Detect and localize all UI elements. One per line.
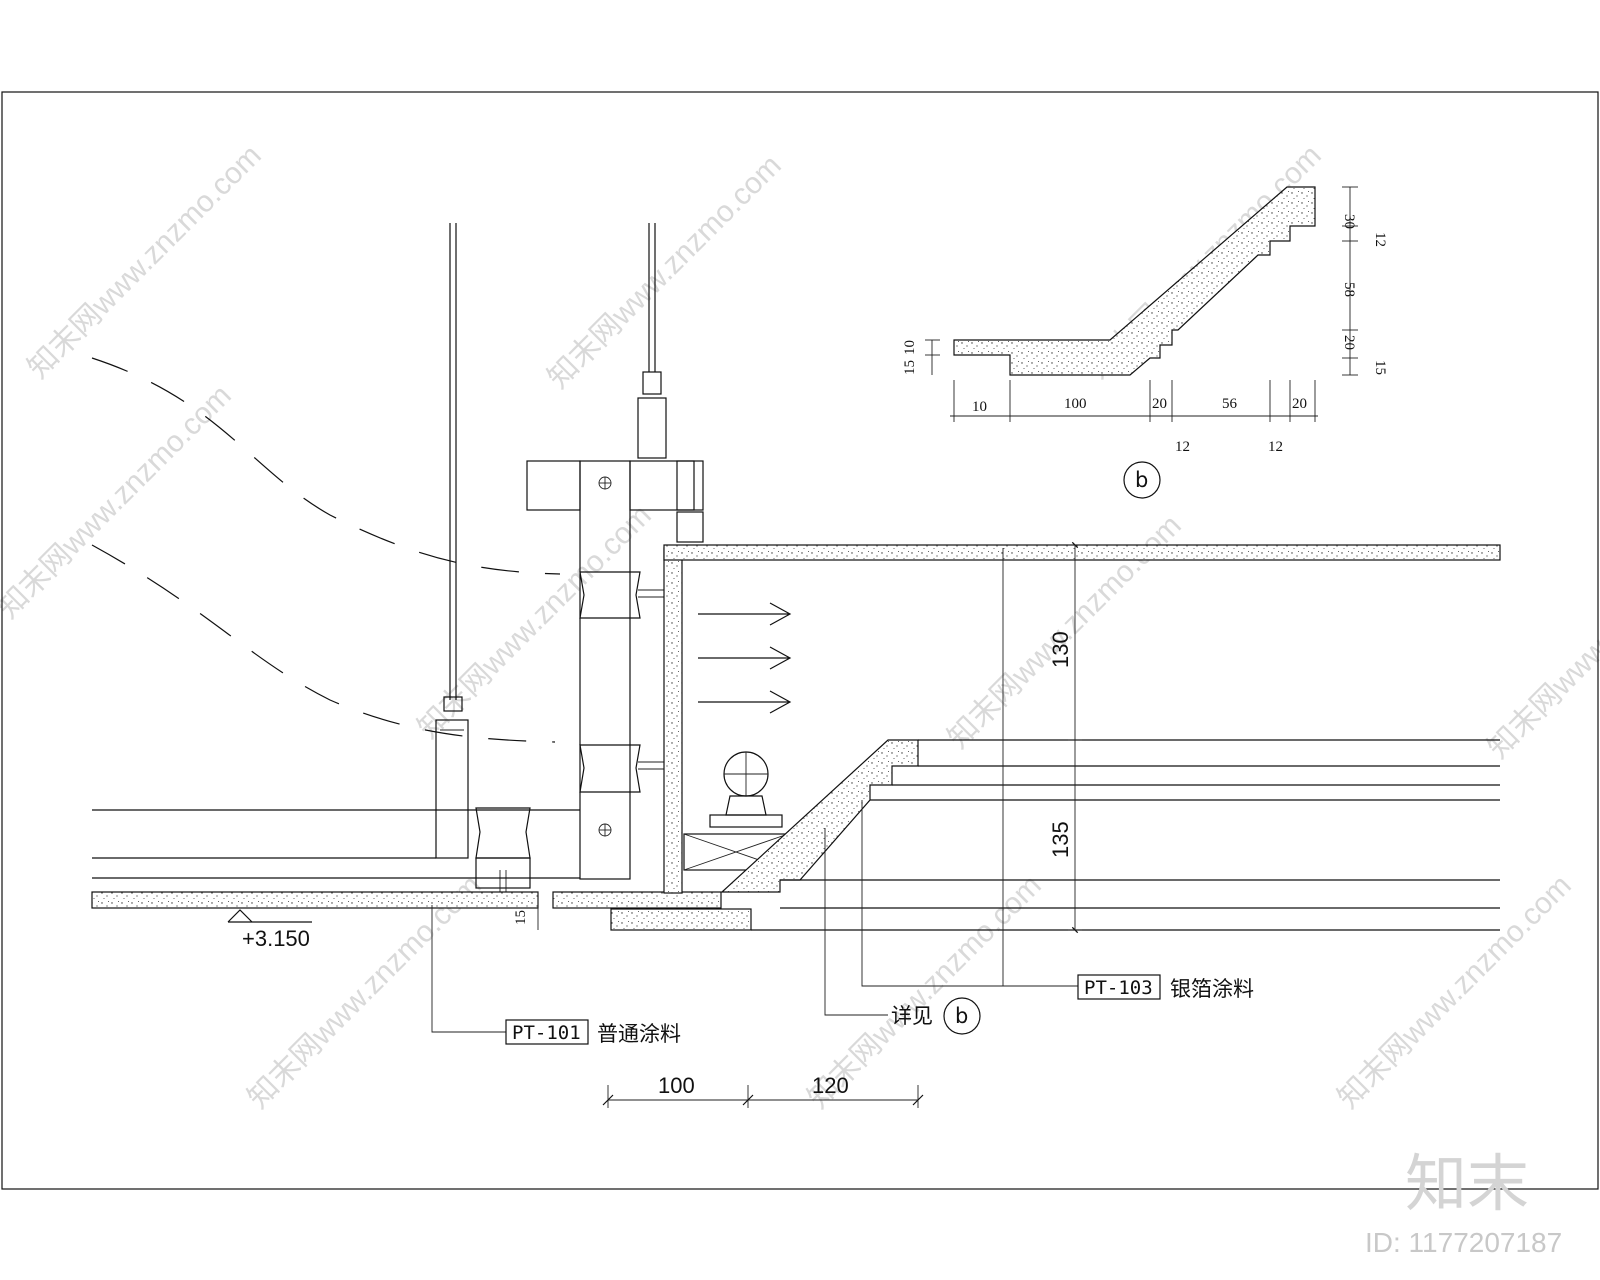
dim-130: 130 (1048, 631, 1073, 668)
detail-b-dim-12: 12 (1372, 232, 1388, 247)
vertical-dimension: 130 135 (1048, 541, 1082, 934)
watermark-text: 知末网www.znzmo.com (1332, 869, 1578, 1115)
detail-b-left-dim-10: 10 (902, 340, 918, 355)
detail-b-left-dim-15: 15 (902, 360, 918, 375)
detail-b-hdim-56: 56 (1222, 396, 1238, 412)
watermark-layer: 知末网www.znzmo.com 知末网www.znzmo.com 知末网www… (0, 139, 1600, 1115)
dashed-curve-bottom (91, 544, 556, 743)
pt101-tag-box (505, 1019, 589, 1045)
trough-wall-board (663, 547, 683, 894)
detail-b-hdim-20: 20 (1152, 396, 1167, 412)
airflow-arrows (698, 602, 792, 714)
dim-15: 15 (513, 910, 529, 925)
pt101-text: 普通涂料 (597, 1022, 681, 1046)
pt103-text: 银箔涂料 (1170, 977, 1254, 1001)
leader-pt101 (431, 905, 506, 1033)
detail-ref-letter: b (955, 1004, 968, 1028)
pt101-code: PT-101 (512, 1022, 581, 1044)
pt103-code: PT-103 (1084, 977, 1153, 999)
dim-120: 120 (812, 1073, 849, 1098)
detail-b-circle (1123, 461, 1161, 499)
detail-b-label: b (1135, 468, 1148, 492)
stepped-molding (720, 739, 919, 893)
id-watermark: ID: 1177207187 (1365, 1227, 1562, 1258)
elevation-text: +3.150 (242, 926, 310, 951)
detail-b-profile (953, 186, 1316, 376)
leader-detail (824, 828, 888, 1016)
detail-b-dim-58: 58 (1341, 282, 1357, 297)
detail-b-dim-20: 20 (1341, 335, 1357, 350)
detail-b-lower-12a: 12 (1175, 439, 1190, 455)
watermark-text: 知末网www.znzmo.com (0, 379, 238, 625)
elevation-mark: +3.150 (227, 909, 312, 951)
pt103-tag-box (1077, 974, 1161, 1000)
hanger-rod-left (435, 223, 469, 859)
hanger-rod-right (637, 223, 667, 459)
detail-ref-circle (943, 997, 981, 1035)
drawing-frame (1, 91, 1599, 1190)
watermark-text: 知末网www.znzmo.com (22, 139, 268, 385)
detail-b-hdim-100: 100 (1064, 396, 1087, 412)
watermark-text: 知末网www.znzmo.com (412, 499, 658, 745)
top-deck-board (663, 544, 1501, 561)
board-under-step (610, 908, 752, 931)
detail-b: 30 12 58 20 15 15 10 10 100 20 56 20 12 … (902, 186, 1388, 499)
watermark-text: 知末网www.znzmo.com (542, 149, 788, 395)
detail-b-hdim-20b: 20 (1292, 396, 1307, 412)
brand-watermark: 知末 (1405, 1147, 1529, 1220)
dim-100: 100 (658, 1073, 695, 1098)
detail-ref-prefix: 详见 (891, 1004, 933, 1028)
bottom-dimension: 100 120 (602, 1073, 924, 1108)
dashed-curve-top (91, 357, 561, 575)
gypsum-board-left (91, 891, 539, 909)
keel-assembly (526, 460, 704, 880)
detail-b-dim-15: 15 (1372, 360, 1388, 375)
detail-b-lower-12b: 12 (1268, 439, 1283, 455)
gypsum-board-mid (552, 891, 722, 909)
leader-pt103-b (861, 800, 1003, 987)
detail-b-hdim-10: 10 (972, 399, 987, 415)
detail-b-dim-30: 30 (1341, 214, 1357, 229)
dim-135: 135 (1048, 821, 1073, 858)
